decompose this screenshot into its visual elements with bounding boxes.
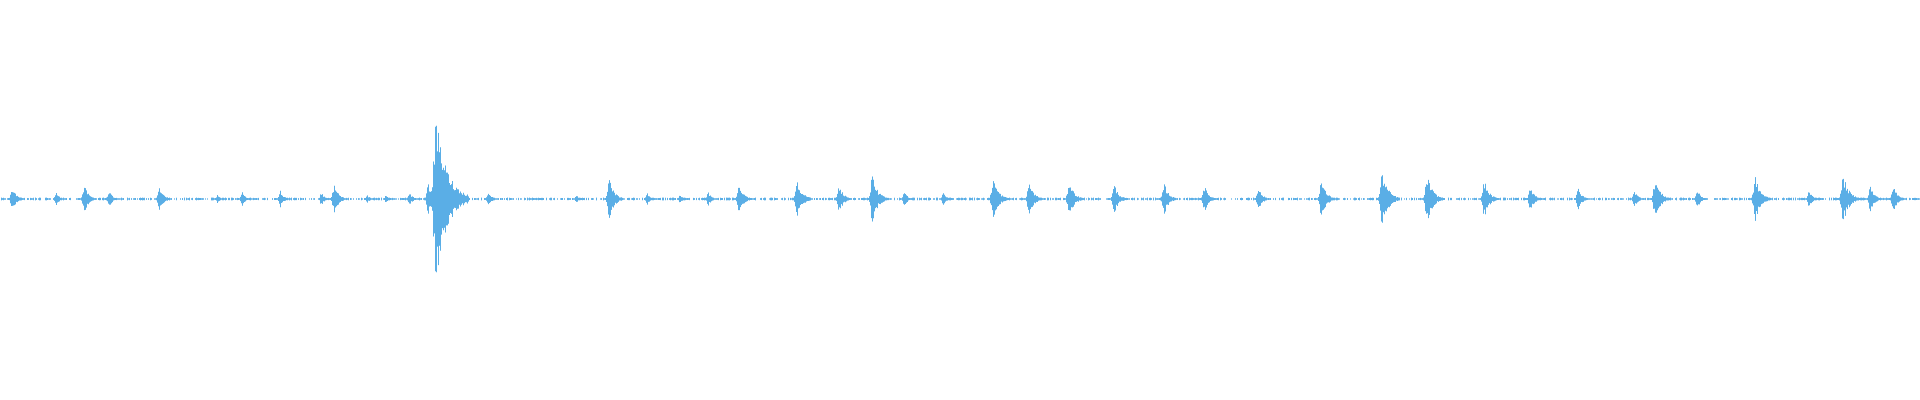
- waveform-burst: [734, 187, 753, 211]
- waveform-burst: [1109, 186, 1127, 212]
- waveform-burst: [604, 180, 624, 218]
- waveform-burst: [1376, 175, 1400, 223]
- waveform-burst: [1749, 177, 1771, 221]
- waveform-burst: [1159, 184, 1178, 214]
- waveform-burst: [155, 188, 172, 210]
- waveform-burst: [318, 194, 331, 204]
- waveform-burst: [453, 191, 468, 207]
- waveform-burst: [677, 195, 689, 203]
- waveform-burst: [53, 193, 66, 205]
- waveform-burst: [406, 194, 419, 204]
- waveform-burst: [1479, 183, 1499, 215]
- waveform-burst: [276, 190, 291, 208]
- waveform-burst: [105, 193, 120, 205]
- waveform-burst: [834, 188, 852, 210]
- waveform-burst: [940, 193, 953, 205]
- waveform-burst: [866, 176, 889, 222]
- waveform-burst: [484, 193, 499, 205]
- waveform-burst: [364, 195, 376, 203]
- waveform-burst: [8, 192, 24, 206]
- waveform-burst: [1889, 189, 1906, 209]
- waveform-burst: [1024, 184, 1043, 214]
- waveform-burst: [79, 187, 97, 211]
- waveform-burst: [1805, 192, 1820, 206]
- waveform-burst: [900, 193, 915, 205]
- waveform-burst: [329, 185, 347, 213]
- waveform-burst: [644, 193, 657, 205]
- waveform-burst: [1649, 185, 1671, 213]
- waveform-burst: [1526, 190, 1543, 208]
- waveform-burst: [987, 181, 1009, 217]
- waveform-burst: [1630, 192, 1645, 206]
- waveform-burst: [1421, 179, 1444, 219]
- waveform-burst: [383, 196, 395, 202]
- waveform-burst: [424, 125, 469, 273]
- waveform-burst: [1064, 187, 1084, 211]
- waveform-burst: [1693, 192, 1708, 206]
- waveform-burst: [1837, 178, 1860, 220]
- waveform-burst: [1199, 188, 1217, 210]
- waveform-burst: [573, 196, 585, 202]
- waveform-burst: [239, 192, 252, 206]
- waveform-burst: [705, 192, 718, 206]
- waveform-burst: [792, 182, 812, 216]
- waveform-burst: [1254, 191, 1270, 207]
- waveform-burst: [214, 195, 226, 203]
- waveform-burst: [1866, 186, 1883, 212]
- waveform-burst: [1574, 188, 1590, 210]
- waveform-burst: [1316, 183, 1336, 215]
